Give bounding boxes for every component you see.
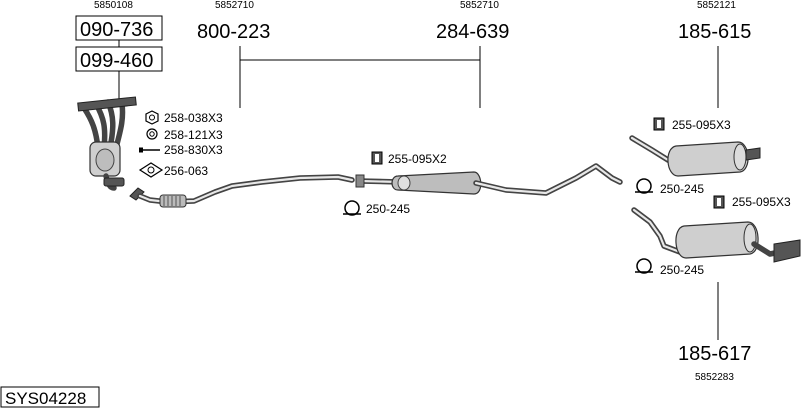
system-code: SYS04228 (5, 389, 86, 408)
part-box-manifold-a[interactable] (75, 15, 163, 41)
center-silencer-drawing (355, 163, 623, 196)
exhaust-manifold-drawing (77, 96, 137, 191)
part-number-manifold-b[interactable]: 099-460 (80, 50, 153, 72)
front-pipe-drawing (129, 174, 355, 208)
ring-icon (146, 128, 158, 140)
accessory-gasket-label[interactable]: 256-063 (164, 164, 208, 178)
oe-number-front-pipe: 5852710 (215, 0, 254, 11)
accessory-center-mount-label[interactable]: 255-095X2 (388, 152, 447, 166)
part-number-rear-upper[interactable]: 185-615 (678, 21, 751, 43)
accessory-rear-upper-mount-label[interactable]: 255-095X3 (672, 118, 731, 132)
part-number-manifold-a[interactable]: 090-736 (80, 19, 153, 41)
accessory-rear-lower-clamp-label[interactable]: 250-245 (660, 263, 704, 277)
accessory-rear-lower-mount-label[interactable]: 255-095X3 (732, 195, 791, 209)
gasket-icon (138, 162, 164, 178)
oe-number-rear-upper: 5852121 (697, 0, 736, 11)
accessory-nut-label[interactable]: 258-038X3 (164, 111, 223, 125)
oe-number-center-silencer: 5852710 (460, 0, 499, 11)
oe-number-manifold: 5850108 (94, 0, 133, 11)
rear-silencer-upper-drawing (629, 135, 761, 177)
accessory-ring-label[interactable]: 258-121X3 (164, 128, 223, 142)
rubber-mount-icon (713, 195, 725, 209)
leader-lines (239, 46, 719, 340)
rubber-mount-icon (653, 117, 665, 131)
clamp-icon (635, 258, 653, 274)
accessory-center-clamp-label[interactable]: 250-245 (366, 202, 410, 216)
accessory-bolt-label[interactable]: 258-830X3 (164, 143, 223, 157)
clamp-icon (635, 178, 653, 194)
part-number-center-silencer[interactable]: 284-639 (436, 21, 509, 43)
part-number-rear-lower[interactable]: 185-617 (678, 343, 751, 365)
rubber-mount-icon (371, 151, 383, 165)
accessory-rear-upper-clamp-label[interactable]: 250-245 (660, 182, 704, 196)
nut-icon (145, 110, 159, 125)
bolt-icon (139, 147, 160, 153)
system-code-box (0, 386, 100, 408)
clamp-icon (343, 200, 361, 216)
part-box-manifold-b[interactable] (75, 46, 163, 72)
rear-silencer-lower-drawing (631, 207, 801, 263)
part-number-front-pipe[interactable]: 800-223 (197, 21, 270, 43)
oe-number-rear-lower: 5852283 (695, 372, 734, 383)
